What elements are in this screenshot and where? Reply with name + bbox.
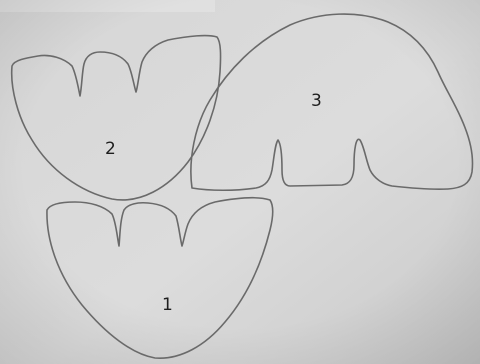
shape-3-label: 3 (311, 91, 322, 111)
shape-1-label: 1 (162, 295, 173, 315)
shape-2-label: 2 (105, 139, 116, 159)
